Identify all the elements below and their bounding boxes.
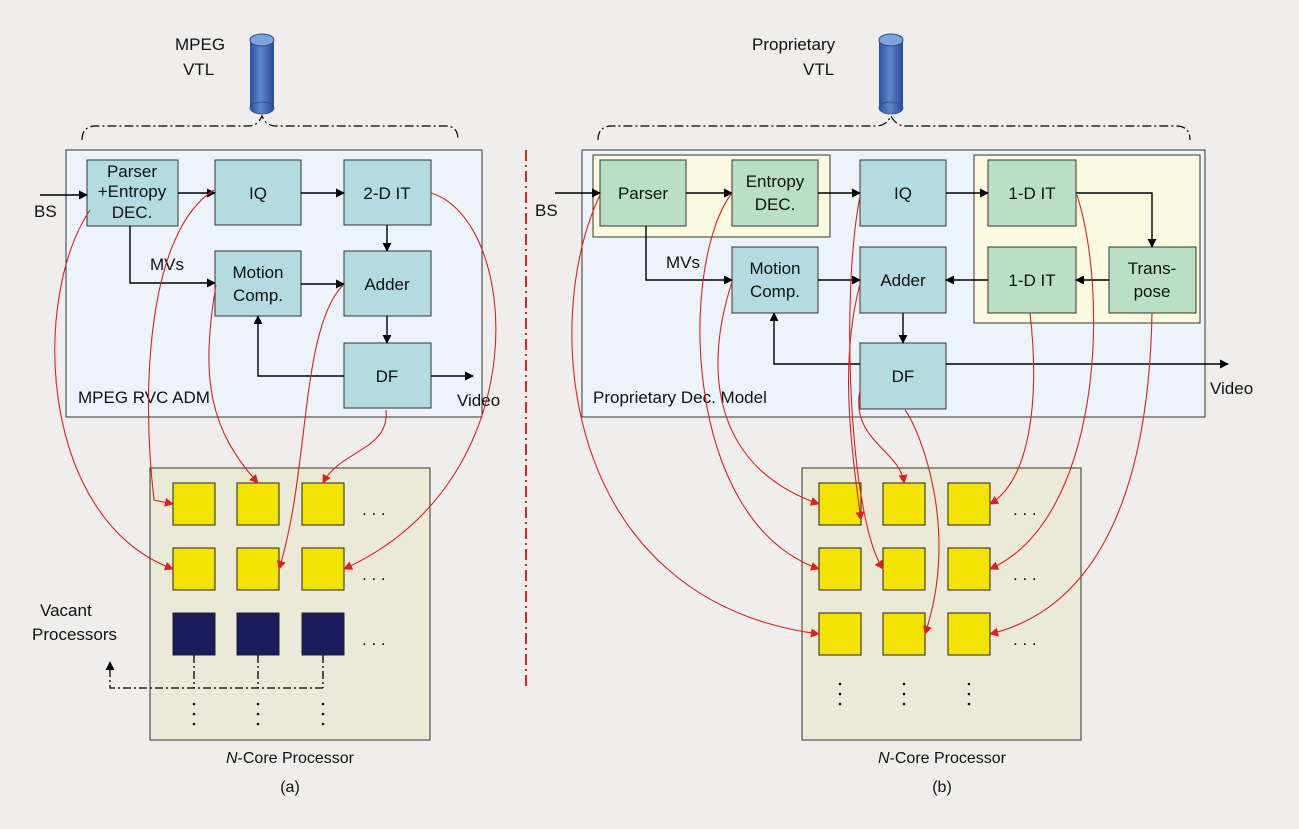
core-grid-a xyxy=(172,482,345,656)
panel-caption-b: (b) xyxy=(932,779,952,796)
panel-b: Proprietary VTL Proprietary Dec. Model P… xyxy=(535,33,1253,796)
adder-label-b: Adder xyxy=(880,271,926,290)
vtl-label-line2: VTL xyxy=(183,60,214,79)
core-b-r2c2 xyxy=(882,547,926,591)
transpose-line1: Trans- xyxy=(1128,259,1177,278)
parser-line1: Parser xyxy=(107,162,157,181)
entropy-dec-block[interactable] xyxy=(731,159,819,227)
core-a-r1c1 xyxy=(172,482,216,526)
core-b-r2c3 xyxy=(947,547,991,591)
mvs-label: MVs xyxy=(150,255,184,274)
ellipsis-b-r1: . . . xyxy=(1013,500,1037,519)
vertical-ellipsis-a xyxy=(192,702,325,726)
video-output-label: Video xyxy=(457,391,500,410)
core-a-r2c2 xyxy=(236,547,280,591)
vacant-core-a-1 xyxy=(172,612,216,656)
vacant-core-a-3 xyxy=(301,612,345,656)
motion-comp-block[interactable] xyxy=(214,250,302,317)
it2d-label: 2-D IT xyxy=(363,184,410,203)
vertical-ellipsis-b xyxy=(838,682,971,706)
entropy-line1: Entropy xyxy=(746,172,805,191)
ellipsis-b-r3: . . . xyxy=(1013,630,1037,649)
dataflow-arrows-a xyxy=(40,188,474,381)
it1d-bottom-label: 1-D IT xyxy=(1008,271,1055,290)
df-block-b[interactable] xyxy=(859,342,947,410)
df-label: DF xyxy=(376,367,399,386)
it1d-top-block[interactable] xyxy=(987,159,1077,227)
parser-entropy-block[interactable] xyxy=(86,159,179,227)
core-a-r1c3 xyxy=(301,482,345,526)
panel-caption-a: (a) xyxy=(280,779,300,796)
motion-b-line2: Comp. xyxy=(750,282,800,301)
ellipsis-a-r1: . . . xyxy=(362,500,386,519)
ellipsis-b-r2: . . . xyxy=(1013,565,1037,584)
vtl-label-line1: MPEG xyxy=(175,35,225,54)
it1d-bottom-block[interactable] xyxy=(987,246,1077,314)
core-b-r2c1 xyxy=(818,547,862,591)
core-b-r1c1 xyxy=(818,482,862,526)
core-a-r2c3 xyxy=(301,547,345,591)
transpose-line2: pose xyxy=(1134,282,1171,301)
vacant-core-a-2 xyxy=(236,612,280,656)
vacant-processors-bus xyxy=(105,655,324,689)
core-b-r3c3 xyxy=(947,612,991,656)
iq-label-b: IQ xyxy=(894,184,912,203)
df-label-b: DF xyxy=(892,367,915,386)
bs-input-label: BS xyxy=(34,202,57,221)
mapping-arrows-b xyxy=(571,192,1153,638)
motion-line1: Motion xyxy=(232,263,283,282)
parser-label-b: Parser xyxy=(618,184,668,203)
vtl-brace xyxy=(81,114,459,141)
processor-caption-b: N-Core Processor xyxy=(878,750,1007,767)
bs-input-label-b: BS xyxy=(535,201,558,220)
model-label: MPEG RVC ADM xyxy=(78,388,210,407)
parser-line3: DEC. xyxy=(112,203,153,222)
core-b-r1c3 xyxy=(947,482,991,526)
core-b-r3c1 xyxy=(818,612,862,656)
parser-line2: +Entropy xyxy=(98,182,167,201)
processor-caption-a: N-Core Processor xyxy=(226,750,355,767)
it1d-top-label: 1-D IT xyxy=(1008,184,1055,203)
transpose-block[interactable] xyxy=(1108,246,1197,314)
motion-comp-block-b[interactable] xyxy=(731,246,819,314)
core-grid-b xyxy=(818,482,991,656)
vtl-label-b-line1: Proprietary xyxy=(752,35,836,54)
entropy-line2: DEC. xyxy=(755,195,796,214)
ellipsis-a-r3: . . . xyxy=(362,630,386,649)
mvs-label-b: MVs xyxy=(666,253,700,272)
vtl-brace-b xyxy=(597,114,1191,141)
motion-line2: Comp. xyxy=(233,286,283,305)
mpeg-vtl-database-icon xyxy=(249,33,275,115)
core-b-r3c2 xyxy=(882,612,926,656)
adder-label: Adder xyxy=(364,275,410,294)
adder-block-b[interactable] xyxy=(859,246,947,314)
ellipsis-a-r2: . . . xyxy=(362,565,386,584)
iq-label: IQ xyxy=(249,184,267,203)
mapping-arrows-a xyxy=(54,189,497,571)
iq-block-b[interactable] xyxy=(859,159,947,227)
vacant-label-line2: Processors xyxy=(32,625,117,644)
core-a-r2c1 xyxy=(172,547,216,591)
model-label-b: Proprietary Dec. Model xyxy=(593,388,767,407)
panel-a: MPEG VTL MPEG RVC ADM Parser +Entropy DE… xyxy=(32,33,500,796)
proprietary-vtl-database-icon xyxy=(878,33,904,115)
motion-b-line1: Motion xyxy=(749,259,800,278)
core-b-r1c2 xyxy=(882,482,926,526)
video-output-label-b: Video xyxy=(1210,379,1253,398)
vacant-label-line1: Vacant xyxy=(40,601,92,620)
vtl-label-b-line2: VTL xyxy=(803,60,834,79)
core-a-r1c2 xyxy=(236,482,280,526)
